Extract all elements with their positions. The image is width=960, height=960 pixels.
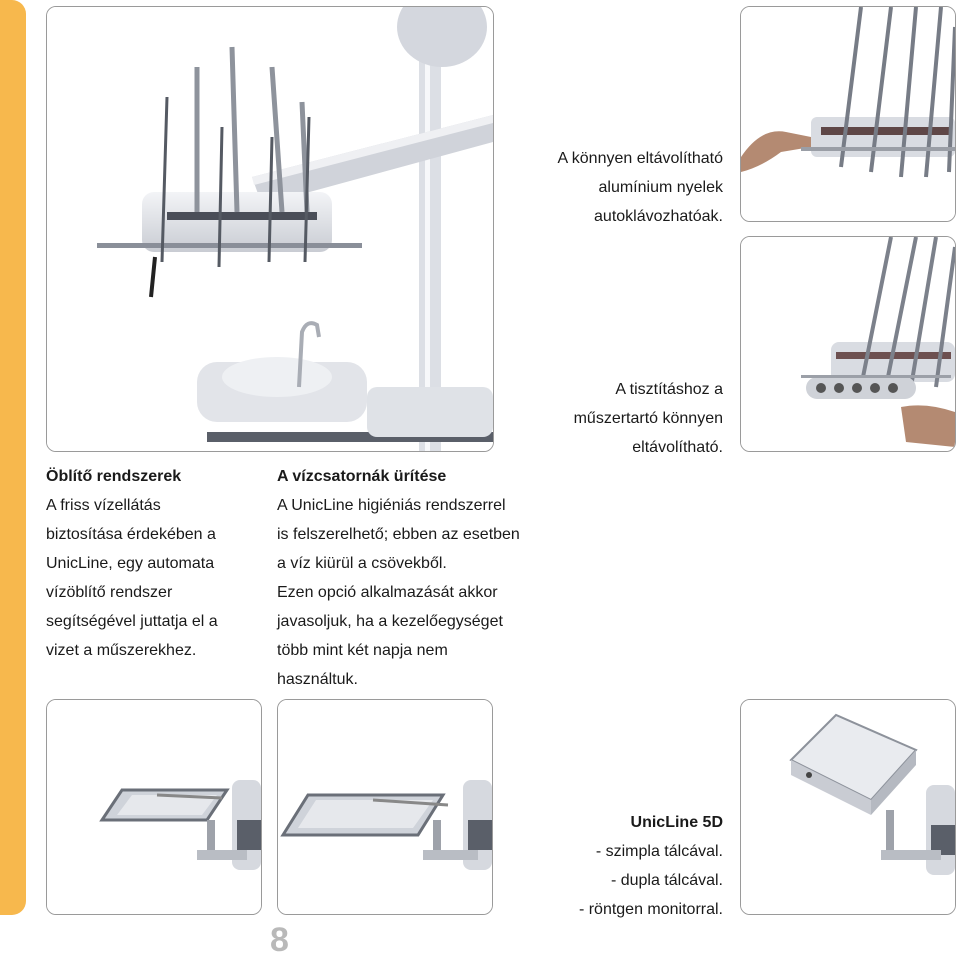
caption-holder: A tisztításhoz a műszertartó könnyen elt… [574, 375, 723, 462]
drain-title: A vízcsatornák ürítése [277, 468, 447, 485]
drain-line: használtuk. [277, 671, 358, 688]
photo-double-tray [277, 699, 493, 915]
rinse-line: segítségével juttatja el a [46, 613, 218, 630]
caption-holder-line: eltávolítható. [632, 439, 723, 456]
rinse-title: Öblítő rendszerek [46, 468, 182, 485]
page-number: 8 [270, 921, 289, 959]
model-option: - röntgen monitorral. [578, 901, 723, 918]
drain-line: A UnicLine higiéniás rendszerrel [277, 497, 506, 514]
accent-side-bar [0, 0, 26, 915]
drain-line: több mint két napja nem [277, 642, 448, 659]
drain-section: A vízcsatornák ürítése A UnicLine higién… [277, 462, 520, 694]
rinse-line: vízöblítő rendszer [46, 584, 173, 601]
rinse-section: Öblítő rendszerek A friss vízellátás biz… [46, 462, 218, 665]
model-option: - szimpla tálcával. [595, 843, 723, 860]
caption-handles-line: autoklávozhatóak. [594, 208, 723, 225]
rinse-line: A friss vízellátás [46, 497, 161, 514]
caption-holder-line: A tisztításhoz a [615, 381, 723, 398]
photo-single-tray [46, 699, 262, 915]
photo-holder-removed [740, 236, 956, 452]
drain-line: Ezen opció alkalmazását akkor [277, 584, 498, 601]
photo-xray-monitor [740, 699, 956, 915]
caption-holder-line: műszertartó könnyen [573, 410, 723, 427]
caption-handles-line: A könnyen eltávolítható [557, 150, 723, 167]
main-photo-dental-unit [46, 6, 494, 452]
model-title: UnicLine 5D [630, 814, 723, 831]
rinse-line: vizet a műszerekhez. [46, 642, 197, 659]
photo-handles [740, 6, 956, 222]
drain-line: javasoljuk, ha a kezelőegységet [277, 613, 503, 630]
caption-handles-line: alumínium nyelek [598, 179, 724, 196]
drain-line: a víz kiürül a csövekből. [277, 555, 447, 572]
caption-handles: A könnyen eltávolítható alumínium nyelek… [558, 144, 723, 231]
model-list: UnicLine 5D - szimpla tálcával. - dupla … [579, 808, 723, 924]
drain-line: is felszerelhető; ebben az esetben [277, 526, 520, 543]
model-option: - dupla tálcával. [610, 872, 723, 889]
rinse-line: UnicLine, egy automata [46, 555, 215, 572]
rinse-line: biztosítása érdekében a [46, 526, 216, 543]
